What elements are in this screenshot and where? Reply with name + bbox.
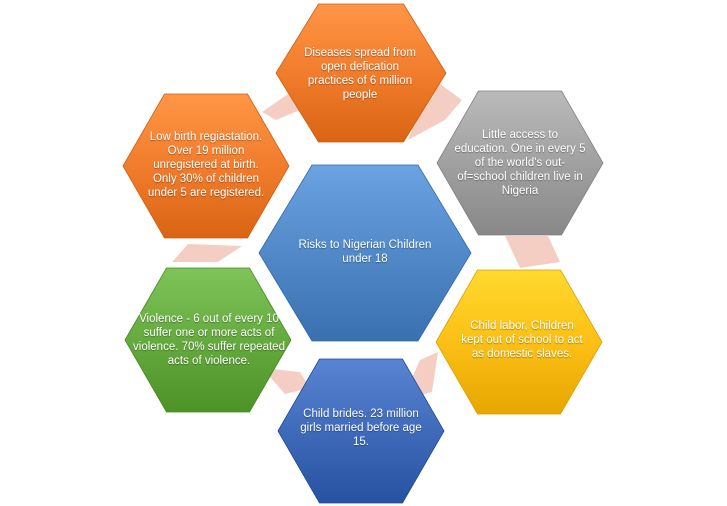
connector-upper-left-top xyxy=(262,94,300,120)
node-upper-right-hexagon xyxy=(436,90,604,236)
node-lower-right-hexagon xyxy=(435,269,603,415)
center-node-label: Risks to Nigerian Children under 18 xyxy=(298,239,432,265)
node-upper-right-label: Little access to education. One in every… xyxy=(454,129,586,197)
center-node-hexagon xyxy=(258,164,472,342)
node-bottom-hexagon xyxy=(277,358,445,504)
connector-top-upper-right xyxy=(408,78,462,140)
node-upper-left-hexagon xyxy=(122,93,290,239)
node-top-label: Diseases spread from open defication pra… xyxy=(304,47,416,101)
node-bottom-label: Child brides. 23 million girls married b… xyxy=(300,408,422,448)
node-lower-right-label: Child labor, Children kept out of school… xyxy=(461,320,583,360)
node-lower-left-hexagon xyxy=(124,267,292,413)
connector-group xyxy=(172,78,560,400)
connector-lower-left-upper-left xyxy=(172,244,242,262)
connector-bottom-lower-left xyxy=(262,368,310,394)
node-upper-left-label: Low birth regiastation. Over 19 million … xyxy=(147,131,265,199)
connector-upper-right-lower-right xyxy=(505,236,560,268)
node-lower-left-label: Violence - 6 out of every 10 suffer one … xyxy=(133,313,285,367)
node-top-hexagon xyxy=(275,3,447,143)
hexagon-group xyxy=(122,3,604,504)
